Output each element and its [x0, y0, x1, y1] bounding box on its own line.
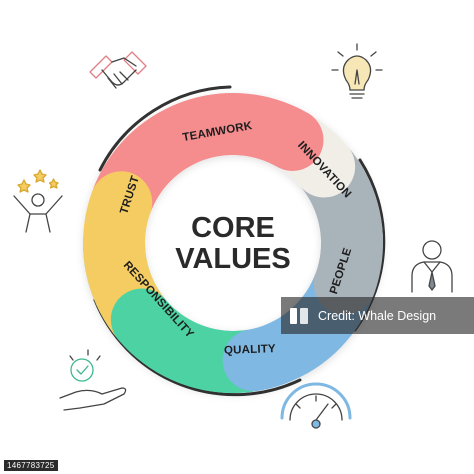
segment-teamwork	[92, 93, 324, 213]
image-id: 1467783725	[4, 460, 58, 471]
istock-logo-icon	[288, 305, 310, 327]
gauge-icon	[280, 382, 352, 429]
celebrating-person-icon	[13, 169, 63, 233]
lightbulb-icon	[331, 43, 383, 99]
handshake-icon	[89, 51, 147, 89]
businessman-icon	[411, 240, 453, 293]
label-quality: QUALITY	[224, 343, 276, 357]
coin-hand-icon	[59, 349, 127, 411]
center-circle	[170, 180, 296, 306]
center-title-line1: CORE	[191, 212, 275, 244]
watermark-banner: Credit: Whale Design	[281, 297, 474, 334]
outer-ring-upper-left	[98, 85, 232, 172]
center-title-line2: VALUES	[175, 243, 290, 275]
watermark-credit: Credit: Whale Design	[318, 308, 437, 323]
